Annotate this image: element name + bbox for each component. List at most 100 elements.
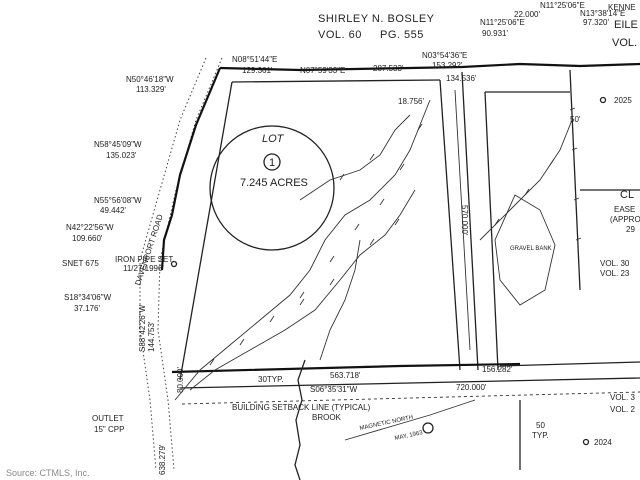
iron-pipe-label: IRON PIPE SET (115, 255, 173, 264)
distance-18: 563.718' (330, 371, 361, 380)
cpp-label: 15" CPP (94, 425, 124, 434)
road-width-label: 50' (570, 115, 581, 124)
south-road-line (179, 377, 640, 389)
road-frontage-line (160, 67, 222, 271)
road-edge-west (139, 57, 207, 471)
south-parcel-line (499, 361, 640, 367)
owner-name: SHIRLEY N. BOSLEY (318, 13, 435, 25)
distance-11: 22.000' (514, 10, 540, 19)
distance-8: 153.292' (432, 61, 463, 70)
right-29-label: 29 (626, 225, 635, 234)
pole-2024-marker (582, 438, 590, 446)
right-vol30-label: VOL. 30 (600, 259, 630, 268)
tree-line-5 (479, 119, 573, 241)
lot-number: 1 (269, 157, 275, 169)
top-right-bearing: N11°25'06"E (540, 1, 585, 10)
bearing-7: N07°59'33"E (300, 66, 345, 75)
north-boundary (219, 62, 640, 72)
lot-circle (209, 125, 335, 251)
pole-2024-label: 2024 (594, 438, 612, 447)
right-parcel-line (569, 69, 581, 291)
top-right-name: EILE (614, 19, 638, 31)
pole-2025-marker (599, 96, 607, 104)
bearing-12: N13°38'14"E (580, 9, 625, 18)
right-ticks (569, 107, 582, 241)
bearing-8: N03°54'36"E (422, 51, 467, 60)
distance-13: 18.756' (398, 97, 424, 106)
distance-2: 135.023' (106, 151, 137, 160)
owner-vol: VOL. 60 (318, 29, 362, 41)
right-vol3-label: VOL. 3 (610, 393, 635, 402)
setback-label: BUILDING SETBACK LINE (TYPICAL) (232, 403, 371, 412)
distance-3: 49.442' (100, 206, 126, 215)
road-name: DAVENPORT ROAD (133, 213, 165, 287)
bearing-10: N11°25'06"E (480, 18, 525, 27)
outlet-label: OUTLET (92, 414, 124, 423)
bearing-15: S88°42'26"W (138, 304, 147, 352)
setback-line (181, 391, 640, 405)
tree-line-2 (189, 189, 416, 391)
distance-14: 570.000' (460, 205, 469, 236)
bearing-5: S18°34'06"W (64, 293, 112, 302)
north-arrow-date: MAY, 1963 (394, 430, 424, 442)
owner-page: PG. 555 (380, 29, 424, 41)
tree-ticks (209, 123, 555, 366)
lot-east-line (439, 79, 461, 371)
top-right-vol: VOL. (612, 37, 637, 49)
distance-6: 129.361' (242, 66, 273, 75)
brook-line (294, 359, 306, 480)
bearing-2: N58°45'09"W (94, 140, 142, 149)
right-vol23-label: VOL. 23 (600, 269, 630, 278)
right-vol2-label: VOL. 2 (610, 405, 635, 414)
distance-10: 90.931' (482, 29, 508, 38)
lot-north-inner (231, 79, 441, 83)
distance-15: 144.753' (147, 321, 156, 352)
distance-4: 109.660' (72, 234, 103, 243)
distance-19: 156.282' (482, 365, 513, 374)
distance-16: 80.000' (176, 367, 185, 393)
bearing-4: N42°22'56"W (66, 223, 114, 232)
brook-label: BROOK (312, 413, 342, 422)
north-arrow-line (344, 399, 476, 441)
bearing-20: S06°35'31"W (310, 385, 358, 394)
distance-12: 97.320' (583, 18, 609, 27)
lot-word: LOT (262, 133, 285, 145)
north-arrow-label: MAGNETIC NORTH (359, 415, 414, 432)
distance-5: 37.176' (74, 304, 100, 313)
tree-line-1 (174, 99, 431, 401)
bearing-6: N08°51'44"E (232, 55, 277, 64)
bearing-3: N55°56'08"W (94, 196, 142, 205)
typical-50: 50 (536, 421, 545, 430)
lot-number-circle (263, 153, 281, 171)
pole-2025-label: 2025 (614, 96, 632, 105)
lot-west-line (179, 81, 233, 381)
distance-9: 134.536' (446, 74, 477, 83)
dim-570 (454, 89, 471, 351)
distance-17: 638.279' (158, 444, 167, 475)
top-right-owner: KENNE (608, 3, 636, 12)
right-appro-label: (APPRO (610, 215, 640, 224)
source-credit: Source: CTMLS, Inc. (6, 468, 90, 478)
parcel-line-3 (484, 91, 499, 371)
parcel-line-2 (461, 71, 479, 371)
tree-line-4 (319, 239, 361, 361)
distance-20: 720.000' (456, 383, 487, 392)
road-edge-east (157, 57, 223, 471)
distance-7: 287.533' (373, 64, 404, 73)
bearing-1: N50°46'18"W (126, 75, 174, 84)
gravel-bank-label: GRAVEL BANK (510, 246, 552, 252)
typical-50-label: TYP. (532, 431, 549, 440)
south-boundary (171, 362, 521, 374)
right-cl-label: CL (620, 189, 634, 201)
snet-label: SNET 675 (62, 259, 99, 268)
lot-area: 7.245 ACRES (240, 177, 308, 189)
typical-30: 30TYP. (258, 375, 284, 384)
distance-1: 113.329' (136, 85, 166, 94)
iron-pipe-marker (170, 260, 178, 268)
tree-line-3 (299, 114, 411, 201)
gravel-bank-outline (494, 194, 556, 306)
right-ease-label: EASE (614, 205, 635, 214)
north-arrow-circle (422, 422, 434, 434)
iron-pipe-date: 11/27/1996 (123, 264, 163, 273)
